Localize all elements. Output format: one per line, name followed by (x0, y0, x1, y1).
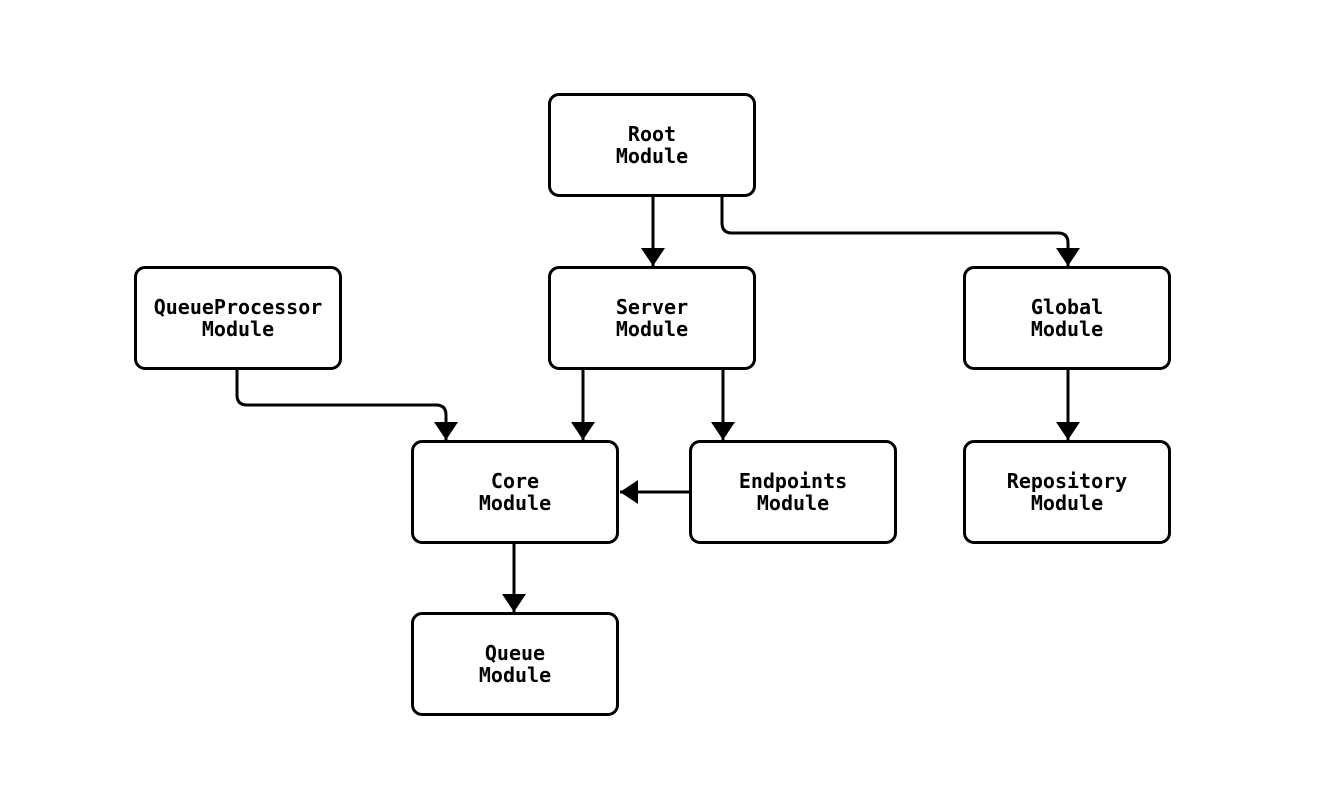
edge-queueprocessor-to-core (235, 370, 458, 440)
node-label-line2: Module (615, 317, 689, 341)
node-global-module: Global Module (963, 266, 1171, 370)
node-label-line1: Endpoints (738, 469, 848, 493)
node-label-line2: Module (201, 317, 275, 341)
node-label-line1: Queue (484, 641, 546, 665)
node-repository-module: Repository Module (963, 440, 1171, 544)
node-label-line1: Core (490, 469, 540, 493)
node-queue-module: Queue Module (411, 612, 619, 716)
node-label-line1: Global (1030, 295, 1104, 319)
node-endpoints-module: Endpoints Module (689, 440, 897, 544)
node-label-line1: Server (615, 295, 689, 319)
node-label-line1: Root (627, 122, 677, 146)
node-label-line1: QueueProcessor (153, 295, 323, 319)
edge-root-to-global (720, 197, 1080, 266)
node-label-line1: Repository (1006, 469, 1128, 493)
node-label-line2: Module (1030, 317, 1104, 341)
node-label-line2: Module (756, 491, 830, 515)
node-label-line2: Module (478, 663, 552, 687)
node-label-line2: Module (478, 491, 552, 515)
node-queueprocessor-module: QueueProcessor Module (134, 266, 342, 370)
node-label-line2: Module (1030, 491, 1104, 515)
node-label-line2: Module (615, 144, 689, 168)
node-core-module: Core Module (411, 440, 619, 544)
node-server-module: Server Module (548, 266, 756, 370)
node-root-module: Root Module (548, 93, 756, 197)
